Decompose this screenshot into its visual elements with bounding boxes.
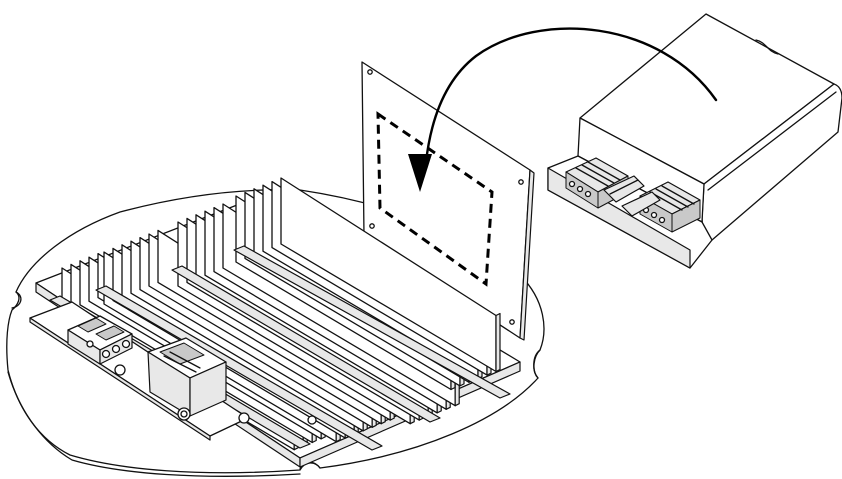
plate-connectors [29, 301, 317, 441]
panel-hole [518, 179, 524, 185]
base-plate-notch-right [533, 349, 541, 379]
panel-hole [369, 223, 375, 229]
panel-hole [367, 69, 373, 75]
curved-arrow-shaft [424, 27, 718, 164]
base-plate-notch-left [11, 291, 22, 309]
heatsink-rail [171, 265, 441, 423]
heatsink-fin-end [495, 312, 501, 373]
terminal-block-left [67, 315, 133, 365]
curved-arrow-head [408, 154, 432, 192]
heatsink-rail [233, 245, 511, 399]
curved-arrow-icon [408, 27, 718, 192]
mounting-panel-edge [519, 169, 535, 341]
base-plate-edge [7, 371, 301, 477]
screw [307, 415, 317, 425]
driver-module-icon [547, 13, 842, 269]
mounting-panel [361, 61, 535, 341]
screw [238, 412, 250, 424]
dashed-mount-area-icon [376, 111, 494, 287]
screw [114, 364, 126, 376]
module-notch [755, 39, 779, 55]
heatsink-rail [95, 285, 383, 451]
panel-hole [509, 319, 515, 325]
terminal-block-right [147, 337, 227, 421]
cable-clamp [621, 191, 661, 217]
